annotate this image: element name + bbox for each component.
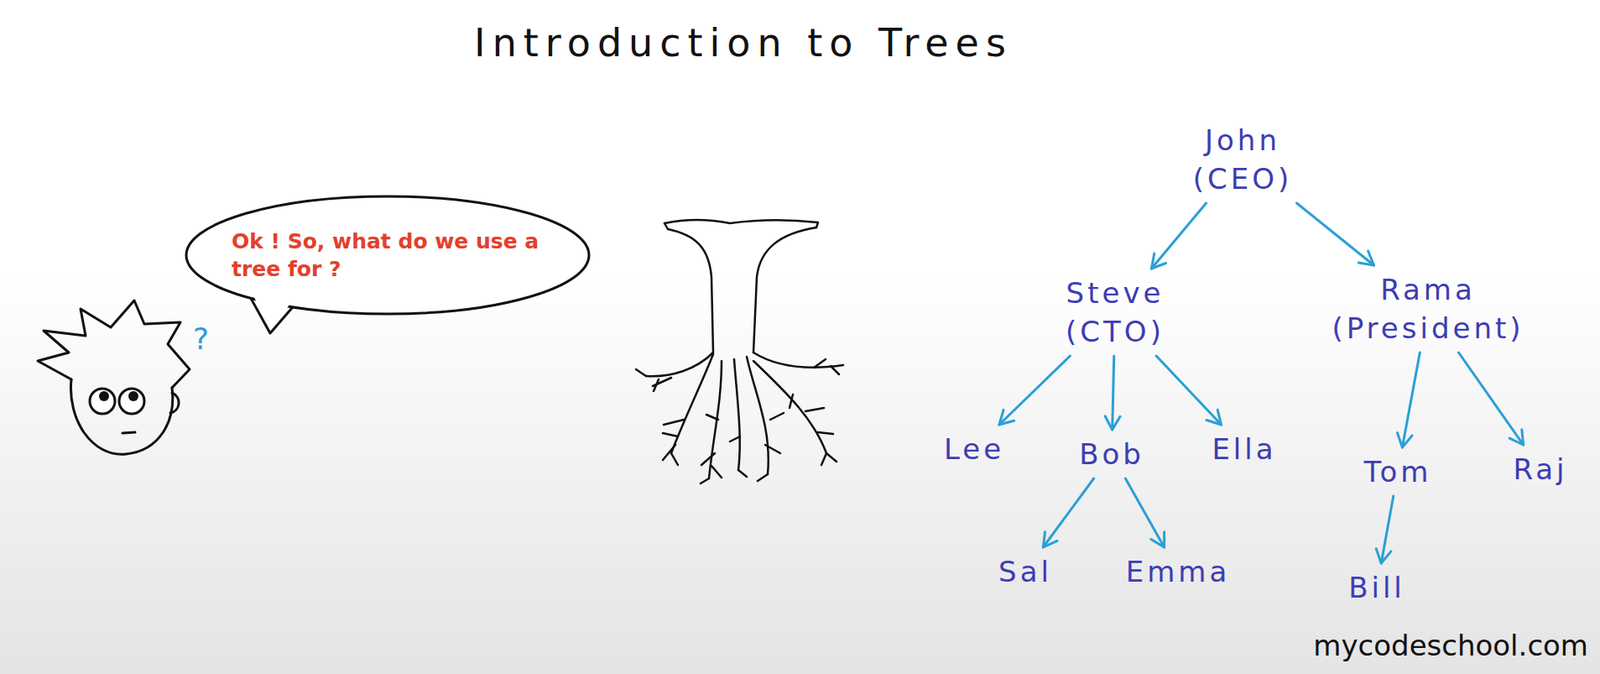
- tree-node: Lee: [938, 429, 1010, 469]
- cartoon-face: [37, 300, 190, 454]
- tree-node: Bob: [1073, 434, 1150, 474]
- tree-node: Ella: [1206, 429, 1282, 469]
- bubble-tail: [250, 297, 293, 334]
- arrow-head: [1104, 416, 1121, 430]
- tree-arrow: [1042, 478, 1094, 548]
- person-role: (CTO): [1065, 312, 1165, 351]
- diagram-title: Introduction to Trees: [323, 20, 1163, 66]
- arrow-line: [1042, 478, 1094, 548]
- arrow-line: [1381, 495, 1393, 563]
- person-name: Bob: [1078, 434, 1145, 474]
- arrow-head: [1151, 253, 1166, 269]
- person-name: Tom: [1364, 452, 1433, 491]
- tree-arrow: [1396, 352, 1420, 448]
- watermark: mycodeschool.com: [1313, 628, 1589, 662]
- tree-roots: [635, 219, 844, 484]
- arrow-head: [1151, 531, 1165, 548]
- person-name: Lee: [943, 429, 1005, 469]
- person-name: Emma: [1125, 552, 1231, 591]
- tree-node: Emma: [1120, 552, 1236, 591]
- tree-arrow: [1125, 478, 1164, 548]
- tree-arrow: [1151, 203, 1206, 269]
- tree-node: Bill: [1343, 568, 1411, 607]
- arrow-head: [1509, 429, 1524, 445]
- tree-node: Steve(CTO): [1060, 273, 1170, 351]
- person-name: John: [1193, 120, 1293, 160]
- arrow-line: [1156, 355, 1221, 425]
- tree-arrow: [1375, 495, 1393, 563]
- tree-arrow: [1156, 355, 1221, 425]
- person-name: Steve: [1065, 273, 1165, 313]
- tree-arrow: [1297, 203, 1375, 266]
- tree-node: Sal: [993, 552, 1058, 591]
- person-role: (President): [1331, 308, 1524, 348]
- bubble-outline: [183, 193, 592, 317]
- tree-node: Tom: [1359, 452, 1438, 491]
- arrow-line: [1151, 203, 1206, 269]
- person-name: Rama: [1331, 270, 1524, 309]
- arrow-head: [1375, 548, 1392, 563]
- bubble-ellipse: [186, 196, 589, 314]
- person-name: Sal: [998, 552, 1053, 591]
- arrow-line: [999, 355, 1071, 425]
- arrow-line: [1125, 478, 1164, 548]
- speech-text: Ok ! So, what do we use a tree for ?: [231, 227, 544, 283]
- question-mark: ?: [192, 321, 209, 356]
- arrow-head: [1042, 531, 1058, 548]
- person-name: Ella: [1211, 429, 1277, 469]
- arrow-line: [1458, 352, 1523, 445]
- tree-arrow: [999, 355, 1071, 425]
- tree-arrow: [1458, 352, 1523, 445]
- arrow-head: [1206, 409, 1222, 425]
- tree-node: Rama(President): [1326, 270, 1529, 348]
- person-role: (CEO): [1193, 159, 1293, 199]
- arrow-head: [999, 409, 1015, 425]
- arrow-head: [1358, 250, 1374, 266]
- tree-node: John(CEO): [1188, 120, 1298, 199]
- arrow-head: [1396, 432, 1413, 448]
- arrow-line: [1297, 203, 1375, 266]
- arrow-line: [1401, 352, 1420, 448]
- speech-bubble: Ok ! So, what do we use a tree for ?: [183, 193, 592, 317]
- tree-node: Raj: [1507, 449, 1573, 489]
- person-name: Raj: [1512, 449, 1568, 489]
- arrow-line: [1112, 355, 1115, 430]
- person-name: Bill: [1348, 568, 1406, 607]
- tree-arrow: [1104, 355, 1121, 430]
